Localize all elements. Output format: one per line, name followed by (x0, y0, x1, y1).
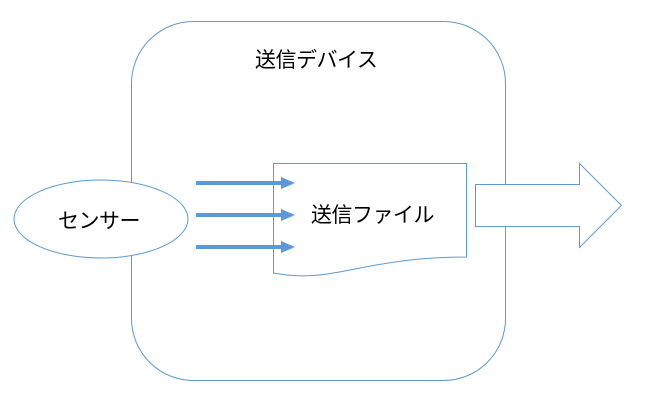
file-label: 送信ファイル (311, 203, 435, 227)
file-document-shape (273, 163, 467, 277)
output-block-arrow (475, 162, 623, 249)
data-flow-arrow-2 (196, 209, 295, 221)
device-label: 送信デバイス (255, 48, 378, 72)
sensor-label: センサー (58, 209, 141, 233)
data-flow-arrow-3 (196, 241, 295, 253)
sensor-ellipse (13, 179, 189, 259)
data-flow-arrow-1 (196, 177, 295, 189)
